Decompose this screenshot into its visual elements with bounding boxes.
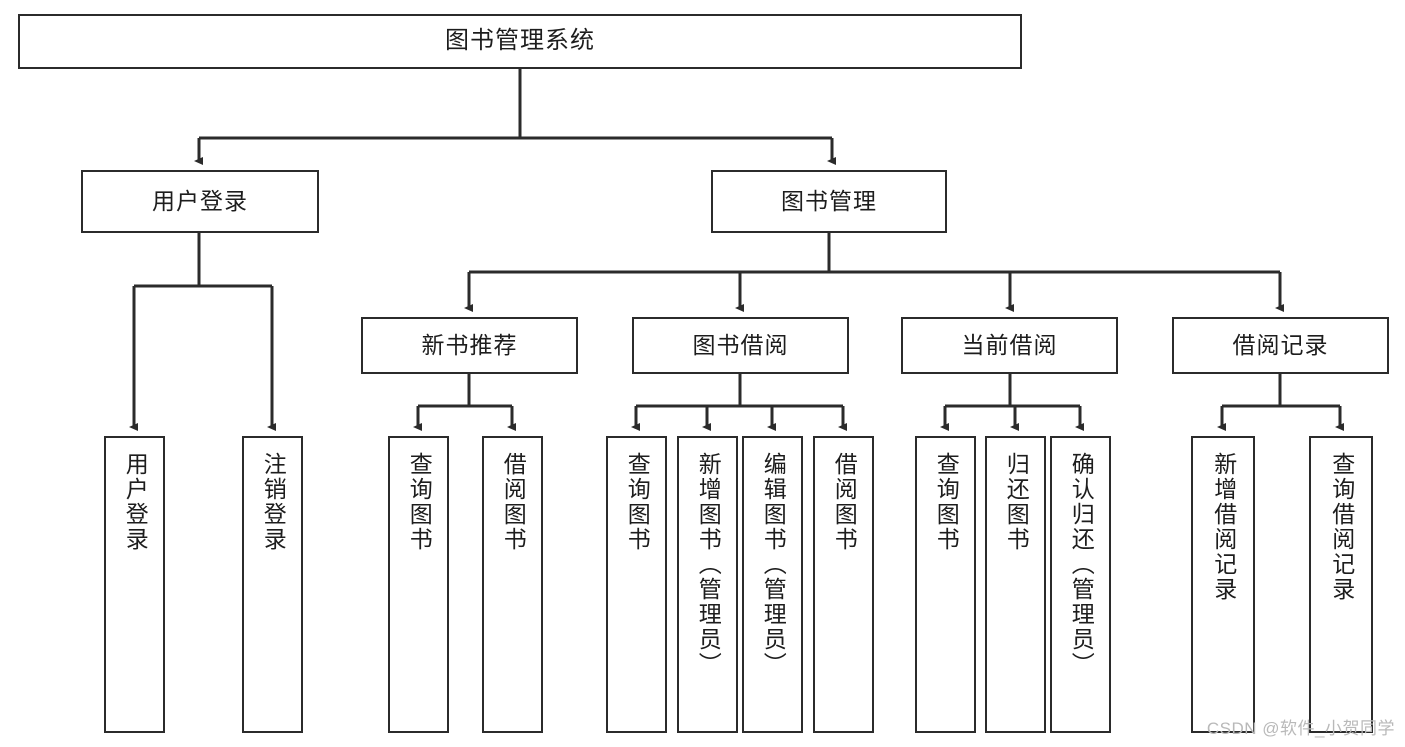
node-label: 查询借阅记录 (1328, 452, 1355, 602)
node-leaf-add-book-admin[interactable]: 新增图书（管理员） (677, 436, 738, 733)
node-label: 查询图书 (406, 452, 433, 552)
node-book-management[interactable]: 图书管理 (711, 170, 947, 233)
node-leaf-user-login[interactable]: 用户登录 (104, 436, 165, 733)
node-leaf-query-borrow-record[interactable]: 查询借阅记录 (1309, 436, 1373, 733)
node-label: 借阅图书 (500, 452, 527, 552)
node-label: 编辑图书（管理员） (760, 452, 787, 677)
node-root-book-management-system[interactable]: 图书管理系统 (18, 14, 1022, 69)
node-user-login[interactable]: 用户登录 (81, 170, 319, 233)
node-label: 当前借阅 (961, 331, 1058, 358)
node-book-borrowing[interactable]: 图书借阅 (632, 317, 849, 374)
node-leaf-add-borrow-record[interactable]: 新增借阅记录 (1191, 436, 1255, 733)
watermark-text: CSDN @软件_小贺同学 (1206, 719, 1395, 738)
node-label: 新书推荐 (421, 331, 518, 358)
node-label: 借阅记录 (1232, 331, 1329, 358)
node-leaf-edit-book-admin[interactable]: 编辑图书（管理员） (742, 436, 803, 733)
node-label: 注销登录 (260, 452, 287, 552)
node-label: 图书管理 (781, 187, 877, 214)
node-label: 归还图书 (1003, 452, 1030, 552)
node-leaf-query-books-borrow[interactable]: 查询图书 (606, 436, 667, 733)
node-leaf-confirm-return-admin[interactable]: 确认归还（管理员） (1050, 436, 1111, 733)
node-label: 图书管理系统 (445, 27, 595, 55)
node-label: 查询图书 (624, 452, 651, 552)
node-label: 新增图书（管理员） (695, 452, 722, 677)
node-label: 新增借阅记录 (1210, 452, 1237, 602)
node-label: 借阅图书 (831, 452, 858, 552)
node-leaf-query-books-current[interactable]: 查询图书 (915, 436, 976, 733)
node-label: 确认归还（管理员） (1068, 452, 1095, 677)
node-new-book-recommendation[interactable]: 新书推荐 (361, 317, 578, 374)
node-leaf-return-book[interactable]: 归还图书 (985, 436, 1046, 733)
node-leaf-logout[interactable]: 注销登录 (242, 436, 303, 733)
node-leaf-query-books-new[interactable]: 查询图书 (388, 436, 449, 733)
node-leaf-borrow-books-new[interactable]: 借阅图书 (482, 436, 543, 733)
node-label: 图书借阅 (692, 331, 789, 358)
node-current-borrowing[interactable]: 当前借阅 (901, 317, 1118, 374)
node-leaf-borrow-book[interactable]: 借阅图书 (813, 436, 874, 733)
node-borrowing-records[interactable]: 借阅记录 (1172, 317, 1389, 374)
node-label: 用户登录 (152, 187, 248, 214)
node-label: 用户登录 (122, 452, 149, 552)
node-label: 查询图书 (933, 452, 960, 552)
